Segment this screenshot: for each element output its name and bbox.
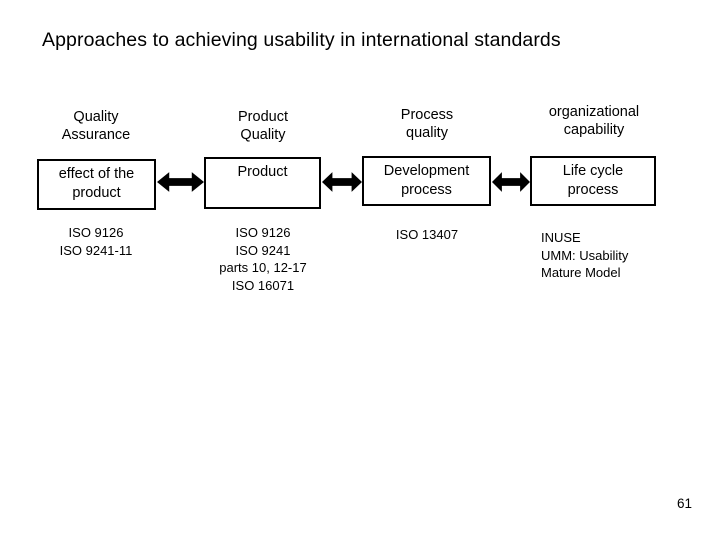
caption-product-quality: ISO 9126 ISO 9241 parts 10, 12-17 ISO 16… <box>190 224 336 294</box>
page-title: Approaches to achieving usability in int… <box>42 29 561 51</box>
caption-line: ISO 16071 <box>231 277 295 293</box>
double-arrow-icon <box>322 171 362 193</box>
caption-line: UMM: Usability <box>541 247 629 263</box>
node-box-line-1: Life cycle <box>562 163 624 179</box>
column-header-line-1: organizational <box>548 104 640 120</box>
caption-process-quality: ISO 13407 <box>358 226 496 244</box>
column-header-line-1: Product <box>238 109 288 125</box>
column-header-line-2: Assurance <box>61 127 131 143</box>
caption-line: ISO 9241 <box>235 242 291 258</box>
node-box-development-process: Development process <box>362 156 491 206</box>
double-arrow-icon <box>492 171 530 193</box>
column-header-organizational-capability: organizational capability <box>520 103 668 139</box>
caption-line: Mature Model <box>541 265 621 280</box>
node-box-life-cycle-process: Life cycle process <box>530 156 656 206</box>
caption-line: ISO 9241-11 <box>59 242 133 258</box>
caption-line: ISO 13407 <box>395 227 459 242</box>
column-header-quality-assurance: Quality Assurance <box>24 108 168 144</box>
caption-line: ISO 9126 <box>68 225 124 240</box>
node-box-effect-of-the-product: effect of the product <box>37 159 156 210</box>
node-box-line-1: Development <box>383 163 470 179</box>
caption-line: INUSE <box>541 230 581 245</box>
column-header-line-2: capability <box>563 122 625 138</box>
column-header-product-quality: Product Quality <box>198 108 328 144</box>
column-header-line-1: Process <box>400 107 454 123</box>
column-header-line-1: Quality <box>73 109 119 125</box>
node-box-product: Product <box>204 157 321 209</box>
node-box-line-2: process <box>567 182 619 198</box>
caption-line: ISO 9126 <box>235 225 291 240</box>
column-header-line-2: Quality <box>240 127 286 143</box>
node-box-line-2: process <box>401 182 452 198</box>
column-header-process-quality: Process quality <box>358 106 496 142</box>
double-arrow-icon <box>157 171 204 193</box>
caption-line: parts 10, 12-17 <box>219 260 307 275</box>
node-box-line-1: effect of the <box>58 166 135 182</box>
page-number: 61 <box>676 496 692 511</box>
node-box-line-2: product <box>72 185 121 201</box>
caption-quality-assurance: ISO 9126 ISO 9241-11 <box>24 224 168 259</box>
node-box-line-1: Product <box>237 164 288 180</box>
column-header-line-2: quality <box>406 125 448 141</box>
caption-organizational-capability: INUSE UMM: Usability Mature Model <box>541 229 701 282</box>
